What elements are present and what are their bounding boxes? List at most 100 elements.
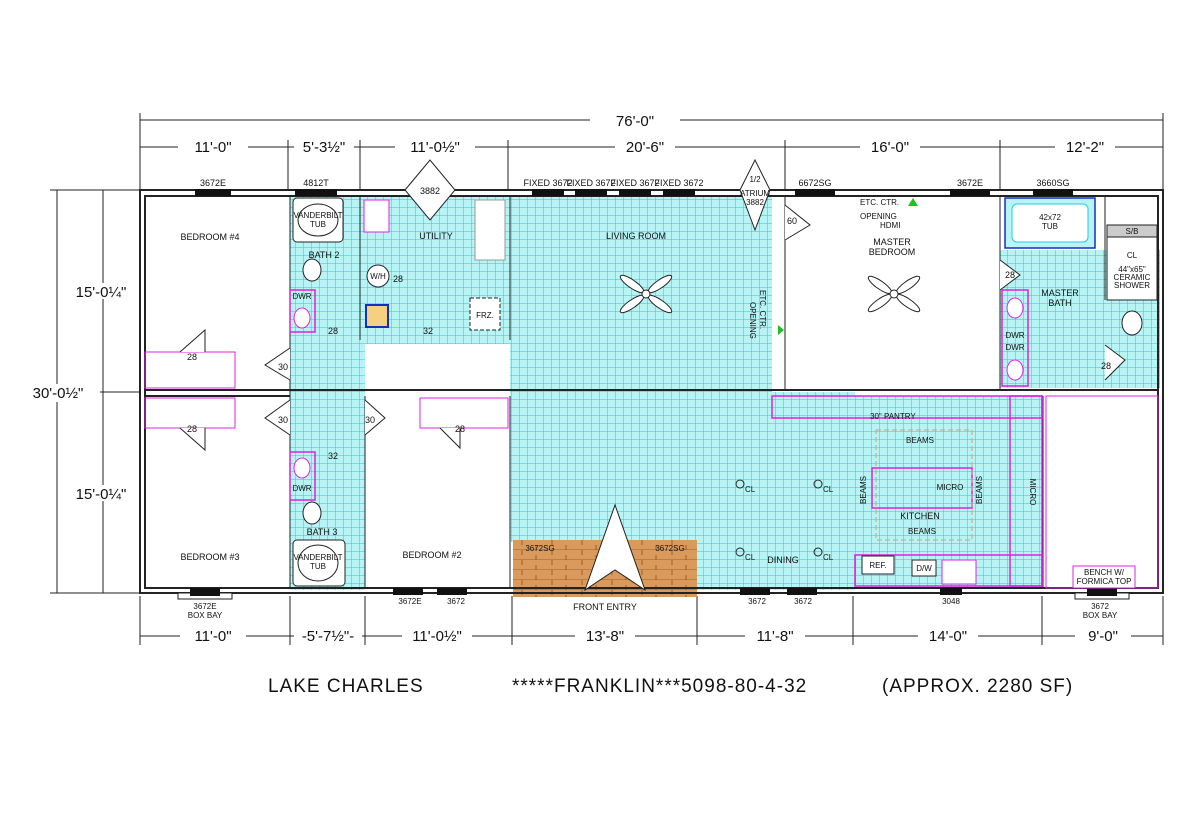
toilet-icon	[302, 501, 322, 525]
room-bedroom-3: BEDROOM #3	[180, 552, 239, 562]
dim-top: 11'-0½"	[410, 139, 460, 156]
fixture-label: DWR	[292, 292, 311, 301]
window-label: 3048	[942, 597, 960, 606]
room-dining: DINING	[767, 555, 799, 565]
dim-bottom: -5'-7½"-	[302, 628, 354, 645]
door-label: 3672SG	[655, 544, 684, 553]
furnace	[365, 304, 389, 328]
room-master-bath: MASTER	[1041, 288, 1079, 298]
dim-bottom: 13'-8"	[586, 628, 624, 645]
door-label: 32	[328, 451, 338, 461]
fixture-label: BENCH W/	[1084, 568, 1125, 577]
fixture-label: CL	[1127, 251, 1138, 260]
window-label: 3672	[447, 597, 465, 606]
window-label: 3672E	[200, 178, 226, 188]
door-label: 1/2	[749, 175, 761, 184]
room-front-entry: FRONT ENTRY	[573, 602, 637, 612]
window-label: FIXED 3672	[610, 178, 659, 188]
ceiling-fan-icon	[867, 275, 921, 313]
light-fixtures: CL CL CL CL	[735, 479, 834, 562]
dim-bottom: 11'-0½"	[412, 628, 462, 645]
doors: 3882 1/2 ATRIUM 3882 3672SG 3672SG 28 28…	[179, 158, 1126, 592]
fixture-label: TUB	[310, 562, 326, 571]
dimension-labels: 76'-0" 11'-0" 5'-3½" 11'-0½" 20'-6" 16'-…	[20, 110, 1131, 645]
toilet-icon	[302, 258, 322, 282]
door-label: 28	[328, 326, 338, 336]
fixture-label: ETC. CTR.	[860, 198, 899, 207]
room-bath-3: BATH 3	[307, 527, 338, 537]
dim-top: 20'-6"	[626, 139, 664, 156]
fixture-label: BEAMS	[906, 436, 934, 445]
dim-bottom: 11'-0"	[194, 628, 231, 645]
dim-top: 11'-0"	[194, 139, 231, 156]
door-label: 30	[278, 362, 288, 372]
door-label: 28	[187, 352, 197, 362]
door-label: 28	[1005, 270, 1015, 280]
window-label: 3660SG	[1036, 178, 1069, 188]
washer-dryer	[474, 199, 506, 261]
fixture-label: HDMI	[880, 221, 900, 230]
dishwasher	[911, 559, 937, 577]
fixture-label: MICRO	[937, 483, 964, 492]
dim-bottom: 14'-0"	[929, 628, 967, 645]
square-footage: (APPROX. 2280 SF)	[882, 676, 1073, 697]
room-master-bedroom: MASTER	[873, 237, 911, 247]
fixture-label: OPENING	[860, 212, 897, 221]
door-label: 30	[365, 415, 375, 425]
door-label: 28	[455, 424, 465, 434]
room-master-bath: BATH	[1048, 298, 1071, 308]
door-label: 28	[1101, 361, 1111, 371]
fixture-label: D/W	[916, 564, 932, 573]
fixture-label: DWR	[1005, 343, 1024, 352]
model-code: *****FRANKLIN***5098-80-4-32	[512, 676, 807, 697]
fixture-label: FRZ.	[476, 311, 494, 320]
door-label: 3672SG	[525, 544, 554, 553]
kitchen-sink	[941, 559, 977, 585]
dim-top: 16'-0"	[871, 139, 909, 156]
door-label: 3882	[420, 186, 440, 196]
fixture-label: MICRO	[1028, 479, 1037, 506]
window-label: 3672E	[193, 602, 216, 611]
water-heater	[366, 264, 390, 288]
toilet-icon	[1121, 310, 1143, 336]
dim-top: 5'-3½"	[303, 139, 345, 156]
dim-left: 15'-0¼"	[76, 284, 127, 301]
fixture-label: BEAMS	[975, 476, 984, 504]
window-label: BOX BAY	[188, 611, 223, 620]
windows-top: 3672E 4812T FIXED 3672 FIXED 3672 FIXED …	[195, 178, 1073, 196]
fixture-label: CL	[823, 553, 834, 562]
door-label: 28	[393, 274, 403, 284]
fixture-label: W/H	[370, 272, 386, 281]
hdmi-marker-icon	[908, 198, 918, 206]
door-label: 60	[787, 216, 797, 226]
fixture-label: 30" PANTRY	[870, 412, 916, 421]
shower-seat-bar	[1106, 224, 1158, 238]
overall-width: 76'-0"	[616, 113, 654, 130]
fixture-label: TUB	[310, 220, 326, 229]
dim-left: 15'-0¼"	[76, 486, 127, 503]
bench	[1072, 565, 1136, 589]
kitchen-counter	[854, 554, 1043, 587]
shower-seat-label: S/B	[1126, 227, 1139, 236]
fixture-label: ETC. CTR.	[758, 290, 767, 329]
window-label: 4812T	[303, 178, 329, 188]
door-label: 28	[187, 424, 197, 434]
room-bedroom-2: BEDROOM #2	[402, 550, 461, 560]
ceiling-fan-icon	[619, 274, 673, 314]
freezer	[469, 297, 501, 331]
room-kitchen: KITCHEN	[900, 511, 940, 521]
model-name: LAKE CHARLES	[268, 676, 424, 697]
fixtures: VANDERBILT TUB VANDERBILT TUB DWR DWR W/…	[289, 197, 1159, 589]
window-label: 3672E	[398, 597, 421, 606]
dim-top: 12'-2"	[1066, 139, 1104, 156]
door-label: 32	[423, 326, 433, 336]
room-labels: BEDROOM #4 BEDROOM #3 BEDROOM #2 BATH 2 …	[180, 231, 1079, 612]
door-label: 3882	[746, 198, 764, 207]
room-bath-2: BATH 2	[309, 250, 340, 260]
fixture-label: VANDERBILT	[293, 553, 342, 562]
window-label: 3672	[1091, 602, 1109, 611]
window-label: 3672E	[957, 178, 983, 188]
fixture-label: CL	[745, 485, 756, 494]
fixture-label: CERAMIC	[1114, 273, 1151, 282]
fixture-label: 44"x65"	[1118, 265, 1146, 274]
